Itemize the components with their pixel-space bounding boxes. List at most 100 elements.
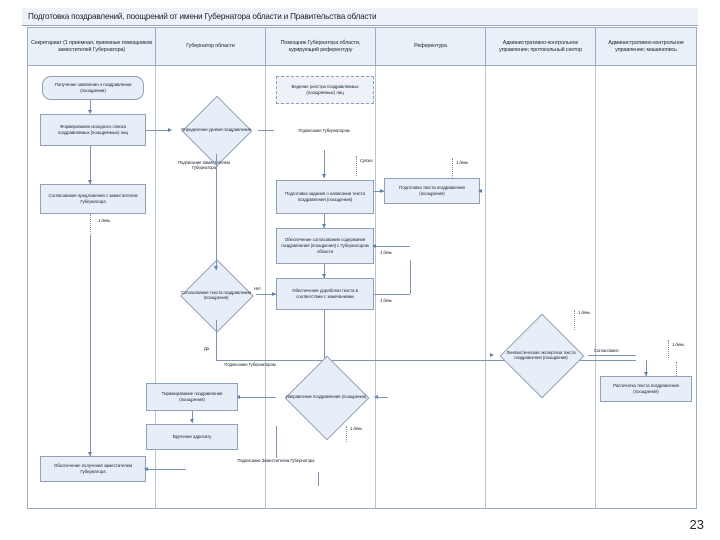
edge-label-1den: 1 день xyxy=(350,426,363,431)
edge-label-1den: 1 день xyxy=(456,160,469,165)
connector-to-prepare-task xyxy=(324,150,325,178)
edge-label-sign-deputy-bottom: Подписание Заместителем Губернатора xyxy=(237,458,315,463)
node-print-text[interactable]: Распечатка текста поздравления (поощрени… xyxy=(600,376,692,402)
node-start-receive-application[interactable]: Получение заявления о поздравлении (поощ… xyxy=(42,76,144,100)
node-agree-with-deputy[interactable]: Согласование предложения с заместителем … xyxy=(40,184,146,214)
arrow-down-icon xyxy=(87,110,92,114)
connector-level-down xyxy=(216,154,217,174)
slide-title-bar: Подготовка поздравлений, поощрений от им… xyxy=(22,8,698,26)
connector-to-print xyxy=(646,360,647,376)
connector-into-send-decision xyxy=(376,397,388,398)
node-prepare-task[interactable]: Подготовка задания о написании текста по… xyxy=(276,180,374,214)
connector-rework-back xyxy=(374,246,410,247)
connector-agree-deputy-dotted xyxy=(90,214,91,236)
arrow-down-icon xyxy=(321,174,326,178)
arrow-down-icon xyxy=(643,372,648,376)
connector-task-to-agree-content xyxy=(324,214,325,228)
lane-label: Референтура xyxy=(414,43,447,50)
node-linguistic-expertise[interactable]: Лингвистическая экспертиза текста поздра… xyxy=(494,313,588,399)
arrow-left-icon xyxy=(144,466,148,471)
connector-agreed xyxy=(588,355,636,356)
lane-column-protocol xyxy=(486,66,596,508)
lane-column-secretariat xyxy=(28,66,156,508)
node-label: Согласование текста поздравления (поощре… xyxy=(181,289,251,300)
node-agree-content[interactable]: Обеспечение согласования содержания позд… xyxy=(276,228,374,264)
lane-header-referentura: Референтура xyxy=(376,28,486,66)
lane-column-assistant xyxy=(266,66,376,508)
connector-into-deputy-receive xyxy=(146,469,186,470)
connector-1den-dotted xyxy=(452,158,453,178)
node-label: Лингвистическая экспертиза текста поздра… xyxy=(506,349,576,360)
lane-column-governor xyxy=(156,66,266,508)
connector-expertise-1den-dotted xyxy=(574,310,575,330)
connector-rework-down xyxy=(324,310,325,376)
connector-formlist-to-level xyxy=(146,130,170,131)
connector-print-1den-dotted xyxy=(668,340,669,358)
slide-number: 23 xyxy=(689,517,704,532)
arrow-left-icon xyxy=(372,243,376,248)
node-agree-text-decision[interactable]: Согласование текста поздравления (поощре… xyxy=(174,259,258,333)
connector-no-branch xyxy=(256,294,276,295)
page-title: Подготовка поздравлений, поощрений от им… xyxy=(28,12,377,21)
lane-header-protocol: Административно-контрольное управление; … xyxy=(486,28,596,66)
connector-agreecontent-to-rework xyxy=(324,264,325,278)
edge-label-sign-governor-top: Подписание Губернатором xyxy=(298,128,350,133)
node-send-decision[interactable]: Направление поздравления (поощрения) xyxy=(276,355,376,441)
connector-send-to-replicate xyxy=(238,397,276,398)
connector-left-spine xyxy=(90,236,91,456)
edge-label-1den: 1 день xyxy=(672,342,685,347)
connector-bottom-spine xyxy=(276,426,277,458)
node-form-initial-list[interactable]: Формирование исходного списка поздравляе… xyxy=(40,114,146,146)
node-deliver[interactable]: Вручение адресату xyxy=(146,424,238,450)
lane-header-assistant: Помощник Губернатора области, курирующий… xyxy=(266,28,376,66)
arrow-left-icon xyxy=(478,188,482,193)
connector-replicate-to-deliver xyxy=(192,411,193,423)
edge-label-agreed: Согласовано xyxy=(594,348,619,353)
node-rework-text[interactable]: Обеспечение доработки текста в соответст… xyxy=(276,278,374,310)
arrow-down-icon xyxy=(87,180,92,184)
arrow-right-icon xyxy=(490,352,494,357)
node-replicate[interactable]: Тиражирование поздравления (поощрения) xyxy=(146,383,238,411)
edge-label-1den: 1 день xyxy=(380,250,393,255)
lane-label: Губернатор области xyxy=(186,43,235,50)
lane-header-secretariat: Секретариат (1 приемная, приемные помощн… xyxy=(28,28,156,66)
arrow-down-icon xyxy=(189,419,194,423)
arrow-down-icon xyxy=(321,274,326,278)
swimlane-diagram: Секретариат (1 приемная, приемные помощн… xyxy=(27,27,697,509)
connector-bottom-spine-2 xyxy=(318,472,319,486)
edge-label-sign-governor-mid: Подписание Губернатором xyxy=(224,362,276,367)
node-label: Определение уровня поздравления xyxy=(181,127,251,133)
arrow-down-icon xyxy=(321,224,326,228)
node-registry[interactable]: Ведение реестра поздравляемых (поощряемы… xyxy=(276,76,374,104)
edge-label-1den: 1 день xyxy=(380,298,393,303)
connector-yes-horizontal xyxy=(216,360,636,361)
connector-level-to-assistant xyxy=(258,130,274,131)
connector-rework-up xyxy=(410,260,411,294)
lane-header-typing: Административно-контрольное управление; … xyxy=(596,28,696,66)
edge-label-no: Нет xyxy=(254,286,261,291)
connector-task-to-preparetext xyxy=(374,191,384,192)
node-level-decision[interactable]: Определение уровня поздравления xyxy=(174,95,258,167)
lane-column-typing xyxy=(596,66,696,508)
edge-label-sutki: Сутки xyxy=(360,158,373,163)
arrow-left-icon xyxy=(374,394,378,399)
connector-yes-down xyxy=(216,320,217,360)
lane-label: Секретариат (1 приемная, приемные помощн… xyxy=(30,39,153,53)
lane-header-governor: Губернатор области xyxy=(156,28,266,66)
arrow-right-icon xyxy=(272,291,276,296)
node-deputy-receive[interactable]: Обеспечение получения заместителем Губер… xyxy=(40,456,146,482)
arrow-down-icon xyxy=(213,266,218,270)
lane-label: Помощник Губернатора области, курирующий… xyxy=(280,39,361,53)
lane-column-referentura xyxy=(376,66,486,508)
connector-spine-to-agreetext xyxy=(216,174,217,270)
node-label: Направление поздравления (поощрения) xyxy=(285,394,367,400)
node-prepare-text[interactable]: Подготовка текста поздравления (поощрени… xyxy=(384,178,480,204)
connector-formlist-down xyxy=(90,146,91,184)
arrow-down-icon xyxy=(87,452,92,456)
lane-label: Административно-контрольное управление; … xyxy=(499,39,582,53)
connector-start-to-formlist xyxy=(90,100,91,112)
arrow-right-icon xyxy=(380,188,384,193)
lane-label: Административно-контрольное управление; … xyxy=(608,39,684,53)
connector-print-dotted xyxy=(676,362,677,376)
